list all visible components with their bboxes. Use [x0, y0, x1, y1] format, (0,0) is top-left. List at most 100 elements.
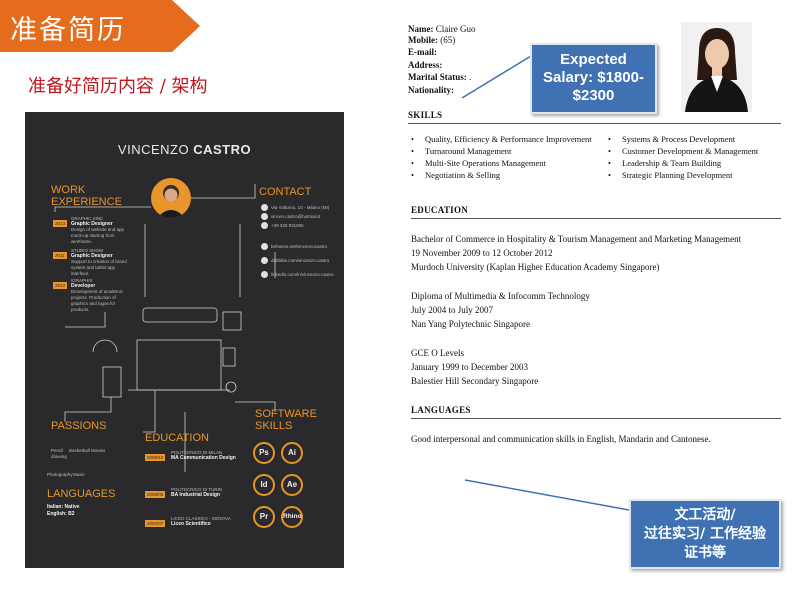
edu-school-3: LICEO CLASSICA - GENOVA — [171, 516, 231, 521]
skill-left-3: Multi-Site Operations Management — [411, 158, 546, 168]
edu-year-2: 2008/09 — [145, 491, 166, 498]
contact-line-3: +39 328 931066 — [271, 223, 304, 228]
salary-callout-line-3: $2300 — [572, 87, 615, 104]
sample-work-heading: WORK EXPERIENCE — [51, 184, 122, 208]
edu-degree-1: MA Communication Design — [171, 455, 236, 461]
work-role-3: Developer — [71, 283, 96, 289]
edu-degree-3: Liceo Scientifico — [171, 521, 211, 527]
contact-line-1: Via Volturno, 10 - Milano (MI) — [271, 205, 330, 210]
sample-contact-heading: CONTACT — [259, 186, 312, 198]
contact-line-2: vincen.castro@hotmail.it — [271, 214, 321, 219]
edu-year-3: 2002/07 — [145, 520, 166, 527]
work-company-2: STUDIO SHOW — [71, 248, 104, 253]
work-year-2: 2011 — [53, 252, 67, 259]
activities-callout-line-3: 证书等 — [684, 545, 726, 561]
location-icon — [261, 204, 268, 211]
edu-year-1: 2009/10 — [145, 454, 166, 461]
passion-4: Photography — [47, 472, 73, 477]
education-line-7: GCE O Levels — [411, 348, 464, 358]
skill-pr: Pr — [253, 506, 275, 528]
sample-education-heading: EDUCATION — [145, 432, 209, 444]
languages-heading: LANGUAGES — [411, 405, 471, 415]
info-address: Address: — [408, 60, 443, 70]
info-marital-status: Marital Status: . — [408, 72, 472, 82]
sample-first-name: VINCENZO — [117, 142, 194, 157]
education-line-3: Murdoch University (Kaplan Higher Educat… — [411, 262, 660, 272]
skill-ai: Ai — [281, 442, 303, 464]
education-line-5: July 2004 to July 2007 — [411, 305, 494, 315]
passion-5: Music — [73, 472, 85, 477]
woman-portrait-icon — [681, 22, 752, 112]
work-desc-1: Design of website and app mock-up starti… — [71, 227, 125, 244]
activities-callout-line-2: 过往实习/ 工作经验 — [644, 526, 766, 542]
info-nationality: Nationality: — [408, 85, 454, 95]
edu-school-1: POLITECNICO DI MILAN — [171, 450, 223, 455]
phone-icon — [261, 222, 268, 229]
info-email: E-mail: — [408, 47, 437, 57]
sample-infographic-resume: VINCENZO CASTRO WORK EXPERIENCE 2013 GRA… — [25, 112, 344, 568]
mail-icon — [261, 213, 268, 220]
skill-right-2: Customer Development & Management — [608, 146, 758, 156]
education-line-2: 19 November 2009 to 12 October 2012 — [411, 248, 553, 258]
activities-callout-line-1: 文工活动/ — [674, 507, 736, 523]
salary-callout-line-1: Expected — [560, 51, 627, 68]
skill-left-4: Negotiation & Selling — [411, 170, 500, 180]
sample-language-1: Italian: Native — [47, 504, 80, 510]
sample-languages-heading: LANGUAGES — [47, 488, 116, 500]
work-role-1: Graphic Designer — [71, 221, 113, 227]
page-title: 准备简历 — [10, 15, 126, 46]
title-banner: 准备简历 — [0, 0, 200, 52]
work-year-3: 2010 — [53, 282, 68, 289]
sample-resume-name: VINCENZO CASTRO — [25, 142, 344, 157]
edu-degree-2: BA Industrial Design — [171, 492, 220, 498]
passion-2: Basketball — [69, 448, 90, 453]
sample-last-name: CASTRO — [193, 142, 252, 157]
languages-divider — [411, 418, 781, 419]
education-line-6: Nan Yang Polytechnic Singapore — [411, 319, 530, 329]
activities-callout: 文工活动/ 过往实习/ 工作经验 证书等 — [629, 499, 781, 569]
education-line-9: Balestier Hill Secondary Singapore — [411, 376, 539, 386]
education-line-4: Diploma of Multimedia & Infocomm Technol… — [411, 291, 590, 301]
passion-3: Movies — [91, 448, 106, 453]
skill-left-1: Quality, Efficiency & Performance Improv… — [411, 134, 592, 144]
salary-callout-line-2: Salary: $1800- — [543, 69, 644, 86]
person-photo-icon — [157, 185, 185, 218]
education-line-1: Bachelor of Commerce in Hospitality & To… — [411, 234, 742, 244]
behance-icon — [261, 243, 268, 250]
skills-divider — [408, 123, 781, 124]
skill-rhino: Rhino — [281, 506, 303, 528]
sample-language-2: English: B2 — [47, 511, 75, 517]
work-company-1: GRAPHIC ZINC — [71, 216, 104, 221]
sample-software-heading: SOFTWARE SKILLS — [255, 408, 317, 432]
work-year-1: 2013 — [53, 220, 68, 227]
linkedin-icon — [261, 271, 268, 278]
education-heading: EDUCATION — [411, 205, 469, 215]
edu-school-2: POLITECNICO DI TURIN — [171, 487, 223, 492]
expected-salary-callout: Expected Salary: $1800- $2300 — [530, 43, 657, 114]
work-desc-2: Support to creation of brand system and … — [71, 259, 127, 276]
education-line-8: January 1999 to December 2003 — [411, 362, 528, 372]
info-name: Name: Claire Guo — [408, 24, 476, 34]
contact-line-6: linkedin.com/in/vincenzo-castro — [271, 272, 334, 277]
sample-passions-heading: PASSIONS — [51, 420, 107, 432]
skill-left-2: Turnaround Management — [411, 146, 511, 156]
info-mobile: Mobile: (65) — [408, 35, 456, 45]
resume-connector-lines — [54, 184, 276, 472]
passion-1: Pencil drawing — [51, 448, 67, 459]
languages-text: Good interpersonal and communication ski… — [411, 434, 711, 444]
skill-ps: Ps — [253, 442, 275, 464]
dribbble-icon — [261, 257, 268, 264]
page-subtitle: 准备好简历内容 / 架构 — [28, 76, 208, 97]
work-role-2: Graphic Designer — [71, 253, 113, 259]
work-desc-3: Development of academic projects. Produc… — [71, 289, 124, 312]
profile-photo — [681, 22, 752, 112]
education-divider — [411, 218, 781, 219]
skill-right-1: Systems & Process Development — [608, 134, 735, 144]
skill-id: Id — [253, 474, 275, 496]
banner-arrow-shape — [0, 0, 200, 52]
contact-line-4: behance.net/vincenzocastro — [271, 244, 328, 249]
contact-line-5: dribbble.com/vincenzo.castro — [271, 258, 330, 263]
skill-right-4: Strategic Planning Development — [608, 170, 733, 180]
work-company-3: IGRAPHIX — [71, 278, 93, 283]
